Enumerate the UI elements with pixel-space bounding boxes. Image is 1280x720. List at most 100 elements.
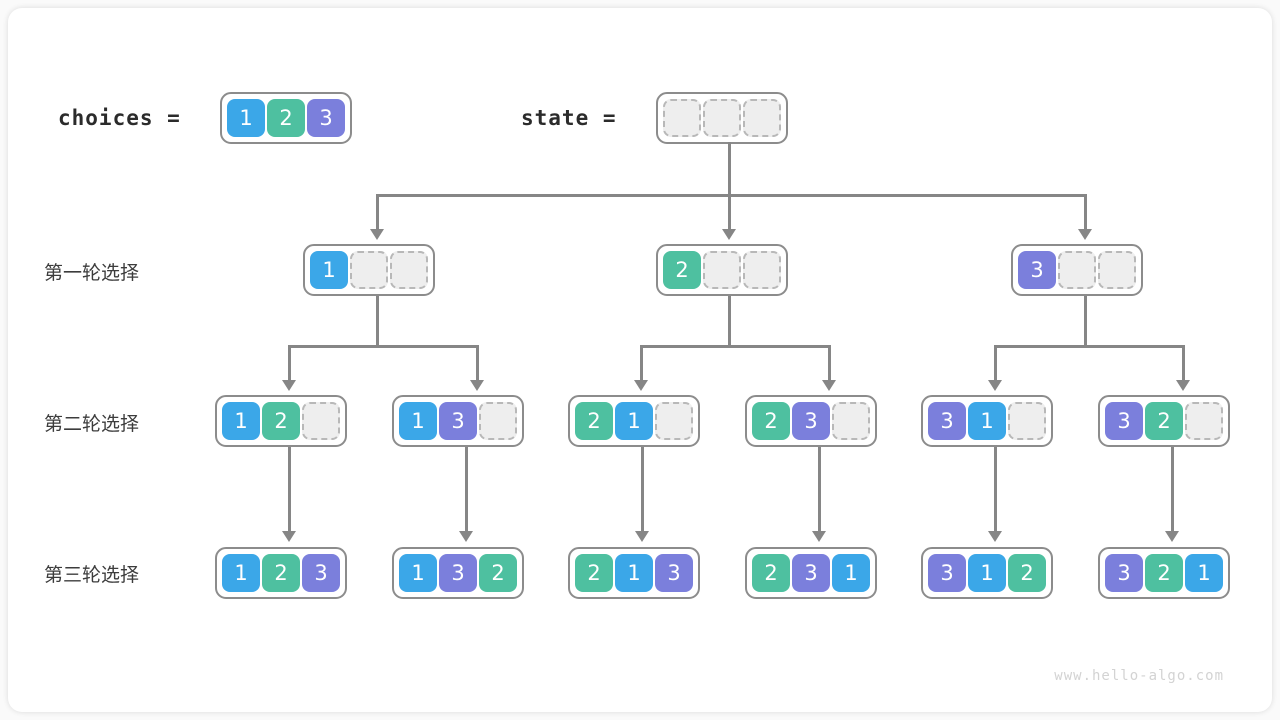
- node-level1-0-cell-1: [350, 251, 388, 289]
- connector-l3-stem-4: [994, 447, 997, 532]
- node-level3-4-cell-2: 2: [1008, 554, 1046, 592]
- arrowhead-level1-1: [722, 229, 736, 240]
- arrowhead-level2-3: [822, 380, 836, 391]
- arrowhead-level3-3: [812, 531, 826, 542]
- connector-l1-0-stem: [376, 296, 379, 345]
- arrowhead-level2-2: [634, 380, 648, 391]
- row-label-round-1: 第一轮选择: [44, 262, 140, 284]
- state-cell-1: [703, 99, 741, 137]
- node-level2-1-cell-1: 3: [439, 402, 477, 440]
- choices-label: choices =: [58, 106, 181, 130]
- node-level2-5-cell-2: [1185, 402, 1223, 440]
- connector-state-stem: [728, 142, 731, 194]
- node-level1-2-cell-1: [1058, 251, 1096, 289]
- connector-l2-drop-5: [1182, 345, 1185, 381]
- watermark: www.hello-algo.com: [1054, 668, 1224, 684]
- node-level1-1-cell-0: 2: [663, 251, 701, 289]
- node-level3-4-cell-1: 1: [968, 554, 1006, 592]
- connector-l3-stem-1: [465, 447, 468, 532]
- choices-cell-0: 1: [227, 99, 265, 137]
- connector-l2-drop-3: [828, 345, 831, 381]
- node-level2-1-cell-2: [479, 402, 517, 440]
- connector-level1-bus: [376, 194, 1087, 197]
- node-level2-3-cell-2: [832, 402, 870, 440]
- connector-l3-stem-0: [288, 447, 291, 532]
- node-level2-2-cell-1: 1: [615, 402, 653, 440]
- node-level3-3-cell-0: 2: [752, 554, 790, 592]
- arrowhead-level2-5: [1176, 380, 1190, 391]
- node-level1-2-cell-0: 3: [1018, 251, 1056, 289]
- connector-l3-stem-3: [818, 447, 821, 532]
- connector-l2-drop-1: [476, 345, 479, 381]
- node-level2-3-cell-1: 3: [792, 402, 830, 440]
- connector-l1-1-bus: [640, 345, 831, 348]
- arrowhead-level2-0: [282, 380, 296, 391]
- node-level1-1-cell-1: [703, 251, 741, 289]
- node-level3-3-cell-1: 3: [792, 554, 830, 592]
- node-level3-1-cell-0: 1: [399, 554, 437, 592]
- node-level3-1-cell-1: 3: [439, 554, 477, 592]
- node-level2-3-cell-0: 2: [752, 402, 790, 440]
- node-level3-2-cell-0: 2: [575, 554, 613, 592]
- row-label-round-3: 第三轮选择: [44, 564, 140, 586]
- node-level2-2-cell-0: 2: [575, 402, 613, 440]
- node-level3-2-cell-2: 3: [655, 554, 693, 592]
- arrowhead-level3-2: [635, 531, 649, 542]
- node-level2-0-cell-1: 2: [262, 402, 300, 440]
- node-level1-0-cell-0: 1: [310, 251, 348, 289]
- choices-cell-2: 3: [307, 99, 345, 137]
- node-level2-5-cell-1: 2: [1145, 402, 1183, 440]
- arrowhead-level1-0: [370, 229, 384, 240]
- node-level2-5-cell-0: 3: [1105, 402, 1143, 440]
- node-level3-2-cell-1: 1: [615, 554, 653, 592]
- connector-l3-stem-5: [1171, 447, 1174, 532]
- node-level3-5-cell-1: 2: [1145, 554, 1183, 592]
- state-label: state =: [521, 106, 617, 130]
- node-level2-4-cell-1: 1: [968, 402, 1006, 440]
- connector-level1-drop-1: [728, 194, 731, 230]
- node-level1-2-cell-2: [1098, 251, 1136, 289]
- arrowhead-level1-2: [1078, 229, 1092, 240]
- arrowhead-level3-1: [459, 531, 473, 542]
- connector-l1-1-stem: [728, 296, 731, 345]
- node-level3-1-cell-2: 2: [479, 554, 517, 592]
- state-cell-2: [743, 99, 781, 137]
- node-level3-5-cell-0: 3: [1105, 554, 1143, 592]
- arrowhead-level3-5: [1165, 531, 1179, 542]
- node-level2-2-cell-2: [655, 402, 693, 440]
- connector-l2-drop-4: [994, 345, 997, 381]
- node-level2-0-cell-0: 1: [222, 402, 260, 440]
- arrowhead-level3-4: [988, 531, 1002, 542]
- node-level2-4-cell-2: [1008, 402, 1046, 440]
- node-level2-0-cell-2: [302, 402, 340, 440]
- state-array: [656, 92, 788, 144]
- arrowhead-level2-4: [988, 380, 1002, 391]
- node-level3-0-cell-2: 3: [302, 554, 340, 592]
- choices-cell-1: 2: [267, 99, 305, 137]
- connector-level1-drop-2: [1084, 194, 1087, 230]
- node-level3-5-cell-2: 1: [1185, 554, 1223, 592]
- connector-l1-2-bus: [994, 345, 1185, 348]
- connector-l2-drop-2: [640, 345, 643, 381]
- connector-l2-drop-0: [288, 345, 291, 381]
- node-level1-0-cell-2: [390, 251, 428, 289]
- node-level3-4-cell-0: 3: [928, 554, 966, 592]
- node-level3-0-cell-0: 1: [222, 554, 260, 592]
- connector-l1-2-stem: [1084, 296, 1087, 345]
- connector-l3-stem-2: [641, 447, 644, 532]
- row-label-round-2: 第二轮选择: [44, 413, 140, 435]
- arrowhead-level3-0: [282, 531, 296, 542]
- node-level2-4-cell-0: 3: [928, 402, 966, 440]
- arrowhead-level2-1: [470, 380, 484, 391]
